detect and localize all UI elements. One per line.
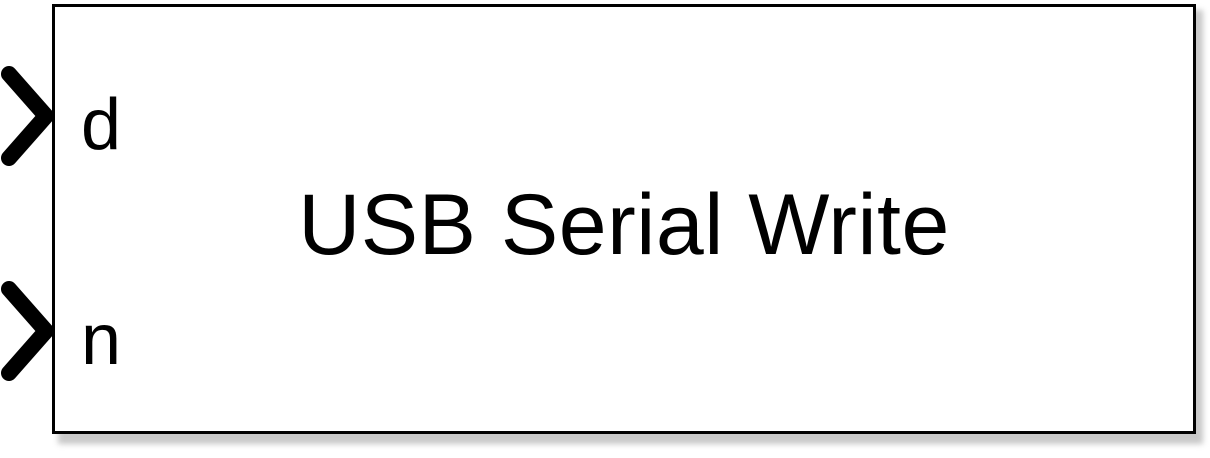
usb-serial-write-block[interactable]: USB Serial Write d n (52, 4, 1196, 434)
inport-label-n: n (81, 300, 122, 380)
inport-label-d: d (81, 85, 122, 165)
block-title: USB Serial Write (298, 177, 950, 273)
inport-d-chevron-icon[interactable] (0, 66, 60, 167)
inport-n-chevron-icon[interactable] (0, 281, 60, 382)
